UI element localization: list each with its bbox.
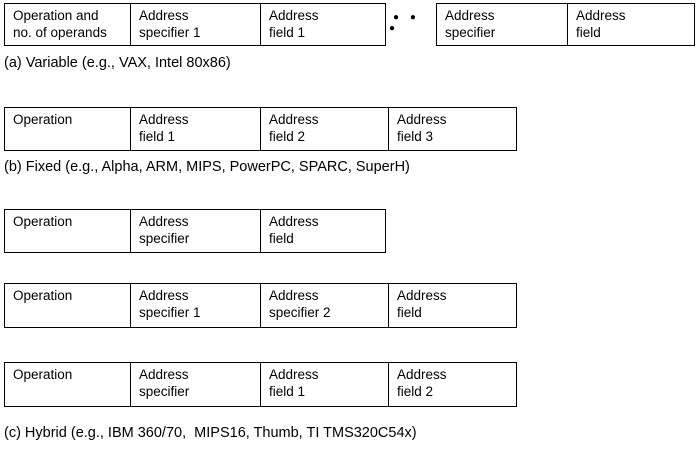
field-cell: Address field <box>260 210 385 252</box>
field-cell: Address specifier <box>130 363 260 406</box>
variable-format-left-box: Operation and no. of operands Address sp… <box>4 3 386 46</box>
hybrid-format-box-1: Operation Address specifier Address fiel… <box>4 209 386 253</box>
field-cell: Address specifier 1 <box>130 4 260 45</box>
caption-fixed: (b) Fixed (e.g., Alpha, ARM, MIPS, Power… <box>4 159 410 175</box>
field-cell: Operation <box>13 112 73 127</box>
ellipsis-icon: ● ● ● <box>389 12 420 34</box>
fixed-format-box: Operation Address field 1 Address field … <box>4 107 517 151</box>
field-cell: Operation <box>13 367 73 382</box>
field-cell: Address specifier 1 <box>130 284 260 327</box>
field-cell: Operation and no. of operands <box>13 8 107 40</box>
field-cell: Address specifier <box>445 8 496 40</box>
caption-variable: (a) Variable (e.g., VAX, Intel 80x86) <box>4 55 231 71</box>
field-cell: Address field 2 <box>388 363 516 406</box>
field-cell: Address field 1 <box>260 4 385 45</box>
field-cell: Address specifier <box>130 210 260 252</box>
hybrid-format-box-3: Operation Address specifier Address fiel… <box>4 362 517 407</box>
field-cell: Address field 1 <box>260 363 388 406</box>
field-cell: Address field 2 <box>260 108 388 150</box>
caption-hybrid: (c) Hybrid (e.g., IBM 360/70, MIPS16, Th… <box>4 425 417 441</box>
field-cell: Address field 1 <box>130 108 260 150</box>
field-cell: Address field 3 <box>388 108 516 150</box>
field-cell: Operation <box>13 214 73 229</box>
variable-format-right-box: Address specifier Address field <box>436 3 695 46</box>
hybrid-format-box-2: Operation Address specifier 1 Address sp… <box>4 283 517 328</box>
field-cell: Address field <box>388 284 516 327</box>
field-cell: Address field <box>567 4 694 45</box>
field-cell: Operation <box>13 288 73 303</box>
field-cell: Address specifier 2 <box>260 284 388 327</box>
